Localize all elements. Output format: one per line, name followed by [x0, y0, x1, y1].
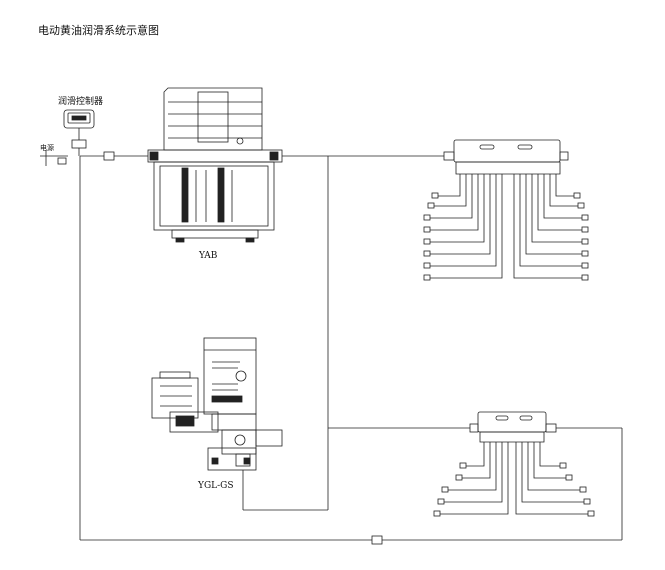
pipe-network [79, 151, 623, 545]
lubrication-controller [40, 109, 95, 166]
controller-label: 润滑控制器 [58, 95, 103, 107]
pump-yab [147, 87, 283, 243]
power-label: 电源 [40, 143, 54, 152]
pump-yglgs [151, 337, 283, 471]
pump-yab-label: YAB [198, 251, 218, 261]
distributor-2 [433, 411, 595, 517]
page-title: 电动黄油润滑系统示意图 [38, 24, 159, 37]
pump-yglgs-label: YGL-GS [197, 481, 234, 491]
distributor-1 [423, 139, 589, 281]
